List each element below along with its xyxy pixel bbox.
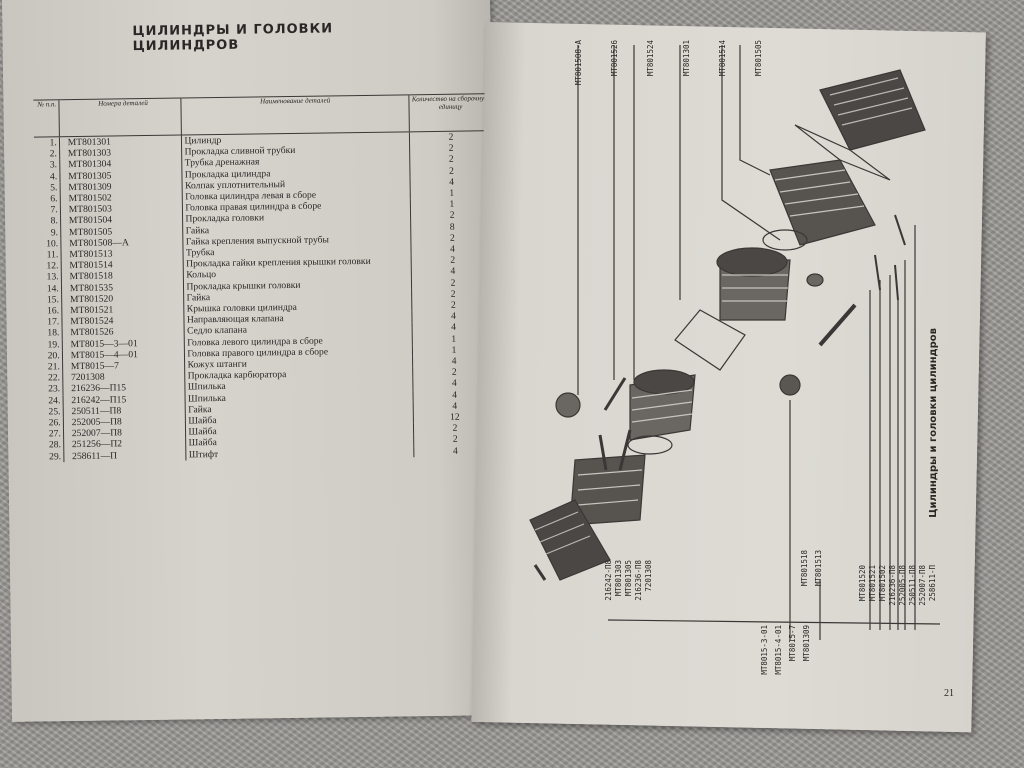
callout-label: 250511-П8: [908, 565, 917, 606]
ring-shape: [762, 229, 808, 251]
callout-label: МТ801513: [814, 550, 823, 587]
side-caption: Цилиндры и головки цилиндров: [928, 328, 939, 518]
callout-label: МТ801305: [624, 560, 633, 597]
valve-shape: [603, 377, 627, 411]
lower-cover-shape: [529, 499, 611, 581]
callout-label: 7201308: [644, 560, 653, 592]
callout-label: МТ801518: [800, 550, 809, 587]
head-cover-shape: [819, 69, 926, 151]
callout-label: 252005-П8: [898, 565, 907, 606]
callout-label: МТ801502: [878, 565, 887, 602]
callout-label: МТ801505: [754, 40, 763, 77]
callout-label: МТ801524: [646, 40, 655, 77]
callout-label: 216242-П8: [604, 560, 613, 601]
callout-label: 258611-П: [928, 565, 937, 602]
callout-label: МТ801303: [614, 560, 623, 597]
callout-label: МТ801521: [868, 565, 877, 602]
callout-label: МТ8015-3-01: [760, 625, 769, 675]
callout-label: МТ8015-4-01: [774, 625, 783, 675]
head-gasket-shape: [794, 124, 891, 181]
upper-head-shape: [769, 159, 876, 246]
callout-label: 216236-П8: [634, 560, 643, 601]
callout-label: МТ801309: [802, 625, 811, 662]
callout-label: 252007-П8: [918, 565, 927, 606]
callout-label: МТ8015-7: [788, 625, 797, 662]
callout-label: 216236-П8: [888, 565, 897, 606]
callout-label: МТ801301: [682, 40, 691, 77]
stud-shape: [874, 214, 906, 301]
callout-label: МТ801526: [610, 40, 619, 77]
push-rod-shape: [818, 303, 857, 347]
callout-label: МТ801514: [718, 40, 727, 77]
cylinder-gasket-shape: [674, 309, 746, 371]
page-number: 21: [944, 688, 954, 699]
nut-shape: [555, 392, 581, 418]
callout-label: МТ801520: [858, 565, 867, 602]
callout-label: МТ801508-А: [574, 40, 583, 86]
